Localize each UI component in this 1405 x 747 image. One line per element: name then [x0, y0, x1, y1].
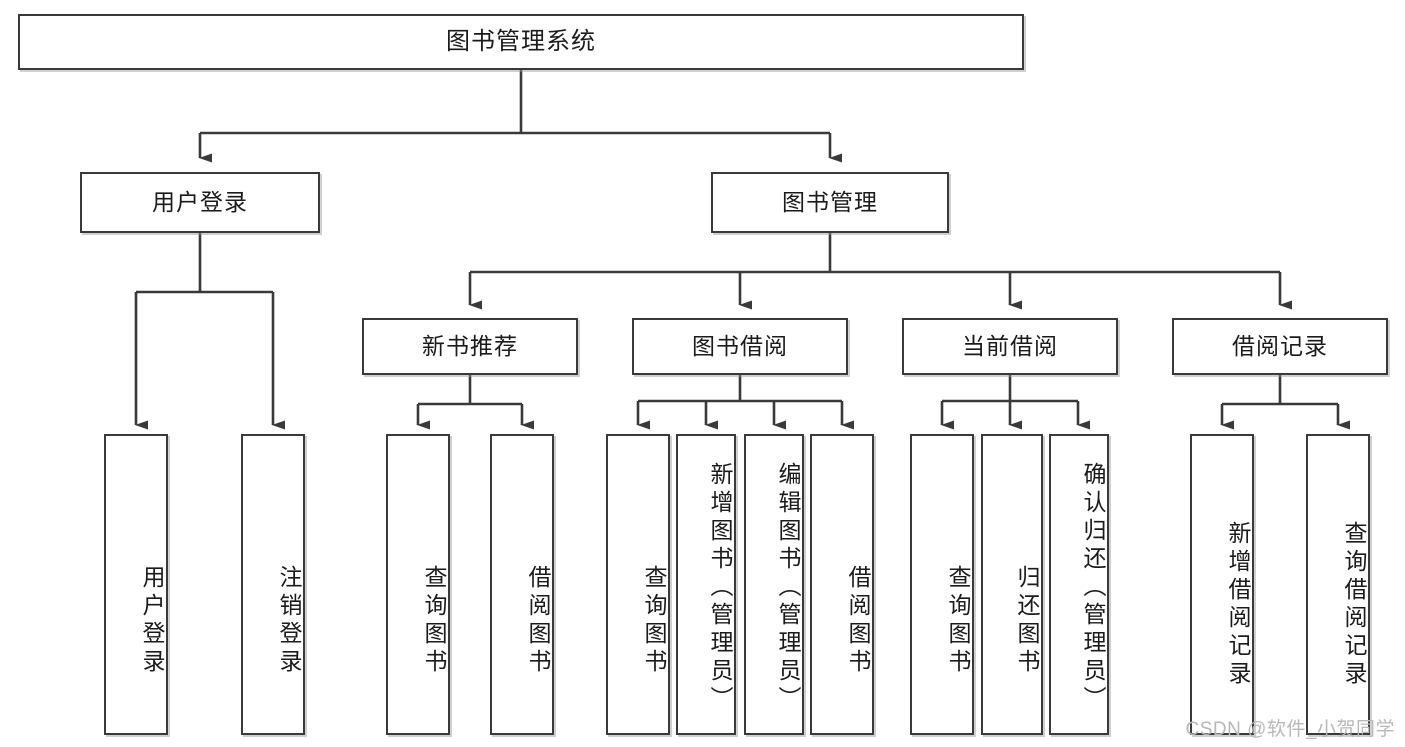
node-leaf-add-record-label: 新增借阅记录 — [1225, 520, 1251, 689]
node-book-borrow[interactable]: 图书借阅 — [632, 318, 848, 375]
node-leaf-borrow-book-1-label: 借阅图书 — [525, 564, 551, 677]
node-new-book-recommend[interactable]: 新书推荐 — [362, 318, 578, 375]
node-current-borrow[interactable]: 当前借阅 — [902, 318, 1118, 375]
node-leaf-query-book-2[interactable]: 查询图书 — [606, 434, 670, 735]
node-book-borrow-label: 图书借阅 — [692, 332, 788, 359]
node-leaf-query-book-2-label: 查询图书 — [641, 564, 667, 677]
node-leaf-confirm-return-label: 确认归还（管理员） — [1080, 461, 1106, 714]
node-user-login-label: 用户登录 — [152, 188, 248, 215]
node-leaf-return-book-label: 归还图书 — [1014, 564, 1040, 677]
watermark-text: CSDN @软件_小贺同学 — [1185, 719, 1395, 740]
node-current-borrow-label: 当前借阅 — [962, 332, 1058, 359]
node-leaf-logout-label: 注销登录 — [276, 564, 302, 677]
node-borrow-record-label: 借阅记录 — [1232, 332, 1328, 359]
node-book-manage[interactable]: 图书管理 — [711, 172, 949, 233]
node-leaf-edit-book[interactable]: 编辑图书（管理员） — [744, 434, 804, 735]
node-leaf-edit-book-label: 编辑图书（管理员） — [775, 461, 801, 714]
node-leaf-user-login-label: 用户登录 — [139, 564, 165, 677]
node-leaf-query-book-1[interactable]: 查询图书 — [386, 434, 450, 735]
node-user-login[interactable]: 用户登录 — [80, 172, 320, 233]
node-leaf-query-book-1-label: 查询图书 — [421, 564, 447, 677]
node-leaf-user-login[interactable]: 用户登录 — [104, 434, 168, 735]
node-leaf-query-book-3-label: 查询图书 — [945, 564, 971, 677]
node-leaf-query-record-label: 查询借阅记录 — [1341, 520, 1367, 689]
node-leaf-borrow-book-2[interactable]: 借阅图书 — [810, 434, 874, 735]
node-leaf-return-book[interactable]: 归还图书 — [981, 434, 1043, 735]
node-root[interactable]: 图书管理系统 — [18, 14, 1024, 70]
node-leaf-query-book-3[interactable]: 查询图书 — [910, 434, 974, 735]
node-leaf-add-record[interactable]: 新增借阅记录 — [1190, 434, 1254, 735]
node-borrow-record[interactable]: 借阅记录 — [1172, 318, 1388, 375]
node-root-label: 图书管理系统 — [446, 27, 596, 55]
node-leaf-add-book[interactable]: 新增图书（管理员） — [676, 434, 736, 735]
node-leaf-confirm-return[interactable]: 确认归还（管理员） — [1049, 434, 1109, 735]
node-leaf-query-record[interactable]: 查询借阅记录 — [1306, 434, 1370, 735]
node-leaf-borrow-book-2-label: 借阅图书 — [845, 564, 871, 677]
node-leaf-logout[interactable]: 注销登录 — [241, 434, 305, 735]
node-leaf-borrow-book-1[interactable]: 借阅图书 — [490, 434, 554, 735]
node-new-book-recommend-label: 新书推荐 — [422, 332, 518, 359]
node-book-manage-label: 图书管理 — [782, 188, 878, 215]
node-leaf-add-book-label: 新增图书（管理员） — [707, 461, 733, 714]
